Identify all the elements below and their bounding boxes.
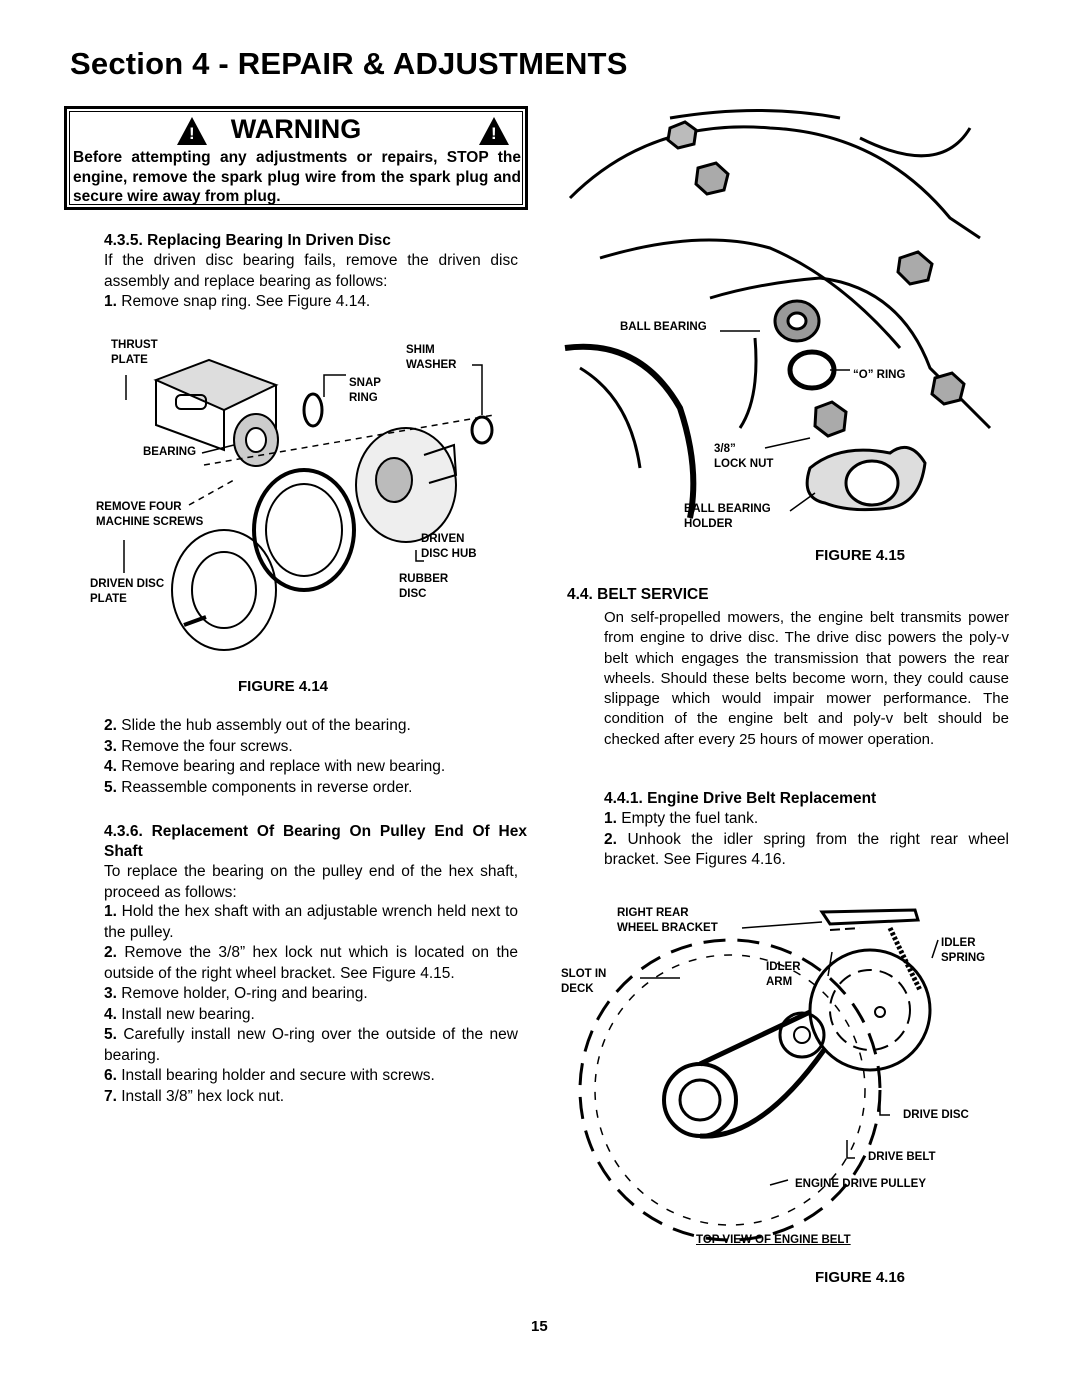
label-bearing: BEARING	[143, 446, 197, 458]
label-ball-bearing: BALL BEARING	[620, 321, 707, 333]
figure-4-16-drawing	[578, 908, 939, 1242]
step-item: 5. Reassemble components in reverse orde…	[104, 778, 413, 796]
figure-4-15-drawing	[564, 109, 992, 519]
label-lock-nut: 3/8”LOCK NUT	[714, 443, 774, 470]
label-top-view: TOP VIEW OF ENGINE BELT	[696, 1234, 851, 1246]
section-4-4-text: On self-propelled mowers, the engine bel…	[604, 609, 1009, 748]
steps-4-4-1: 1. Empty the fuel tank. 2. Unhook the id…	[604, 809, 1009, 871]
step-item: 5. Carefully install new O-ring over the…	[104, 1026, 518, 1064]
label-engine-drive-pulley: ENGINE DRIVE PULLEY	[795, 1178, 926, 1190]
section-4-3-6-heading: 4.3.6. Replacement Of Bearing On Pulley …	[104, 823, 527, 860]
warning-box: ! ! WARNING Before attempting any adjust…	[64, 106, 528, 210]
warning-heading: WARNING	[230, 114, 362, 144]
warning-text: Before attempting any adjustments or rep…	[73, 149, 521, 205]
step-item: 3. Remove the four screws.	[104, 737, 293, 755]
warning-triangle-icon: !	[479, 117, 509, 145]
warning-triangle-icon: !	[177, 117, 207, 145]
section-4-3-5-heading: 4.3.5. Replacing Bearing In Driven Disc	[104, 232, 391, 249]
step-item: 1. Hold the hex shaft with an adjustable…	[104, 903, 518, 941]
label-o-ring: “O” RING	[853, 369, 906, 381]
step-item: 1. Empty the fuel tank.	[604, 810, 759, 827]
label-drive-belt: DRIVE BELT	[868, 1151, 936, 1163]
step-item: 7. Install 3/8” hex lock nut.	[104, 1087, 285, 1105]
section-title: Section 4 - REPAIR & ADJUSTMENTS	[70, 46, 628, 81]
figure-4-14-drawing	[123, 358, 495, 651]
step-item: 4. Remove bearing and replace with new b…	[104, 758, 446, 775]
section-4-3-6-intro: To replace the bearing on the pulley end…	[104, 863, 518, 901]
step-item: 2. Unhook the idler spring from the righ…	[604, 830, 1009, 869]
step-item: 3. Remove holder, O-ring and bearing.	[104, 985, 368, 1002]
step-item: 2. Slide the hub assembly out of the bea…	[104, 717, 411, 734]
section-4-3-5-intro: If the driven disc bearing fails, remove…	[104, 252, 518, 290]
page-number: 15	[531, 1318, 548, 1335]
step-item: 6. Install bearing holder and secure wit…	[104, 1067, 435, 1084]
section-4-4-heading: 4.4. BELT SERVICE	[567, 586, 709, 603]
figure-4-14-caption: FIGURE 4.14	[238, 678, 329, 695]
step-item: 4. Install new bearing.	[104, 1005, 255, 1023]
step-item: 1. Remove snap ring. See Figure 4.14.	[104, 293, 371, 310]
section-4-4-1-heading: 4.4.1. Engine Drive Belt Replacement	[604, 790, 877, 807]
steps-4-3-5: 2. Slide the hub assembly out of the bea…	[104, 716, 445, 798]
step-item: 2. Remove the 3/8” hex lock nut which is…	[104, 944, 518, 982]
figure-4-16-caption: FIGURE 4.16	[815, 1269, 906, 1286]
steps-4-3-6: 1. Hold the hex shaft with an adjustable…	[104, 902, 518, 1107]
figure-4-15-caption: FIGURE 4.15	[815, 547, 906, 564]
label-drive-disc: DRIVE DISC	[903, 1109, 969, 1121]
